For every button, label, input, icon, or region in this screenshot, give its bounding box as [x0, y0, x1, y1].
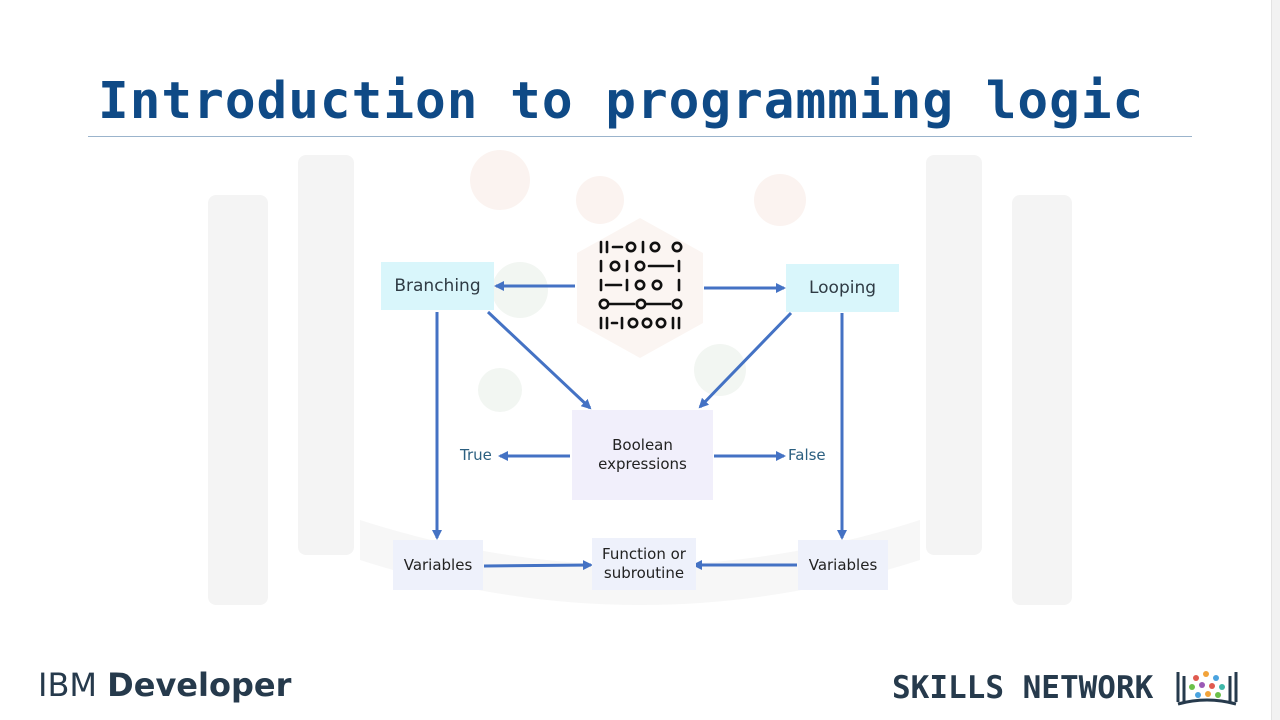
- node-branching-label: Branching: [394, 276, 481, 296]
- node-variables-left: Variables: [393, 540, 483, 590]
- ibm-developer-logo: IBM Developer: [38, 666, 291, 704]
- ibm-suffix: Developer: [107, 666, 292, 704]
- scrollbar-edge[interactable]: [1271, 0, 1280, 720]
- label-false: False: [788, 446, 826, 464]
- node-looping-label: Looping: [808, 278, 877, 298]
- node-variables-left-label: Variables: [403, 555, 473, 574]
- arrow-variables-left-to-function: [483, 560, 593, 571]
- node-boolean-expressions: Boolean expressions: [572, 410, 713, 500]
- node-variables-right: Variables: [798, 540, 888, 590]
- skills-network-wordmark: SKILLS NETWORK: [892, 670, 1154, 706]
- skills-network-book-icon: [1176, 671, 1238, 706]
- ibm-prefix: IBM: [38, 666, 97, 704]
- binary-code-icon: [577, 218, 703, 358]
- arrow-looping-to-boolean: [698, 311, 793, 409]
- node-branching: Branching: [381, 262, 494, 310]
- node-function-subroutine: Function or subroutine: [592, 538, 696, 590]
- page-title: Introduction to programming logic: [98, 72, 1145, 131]
- node-boolean-line1: Boolean: [612, 436, 673, 454]
- node-function-line2: subroutine: [603, 564, 685, 582]
- node-variables-right-label: Variables: [808, 555, 878, 574]
- label-true: True: [460, 446, 492, 464]
- background-watermark: [208, 150, 1072, 605]
- node-function-line1: Function or: [602, 545, 686, 563]
- title-underline: [88, 136, 1192, 137]
- arrow-branching-to-boolean: [486, 310, 592, 410]
- node-looping: Looping: [786, 264, 899, 312]
- node-boolean-line2: expressions: [598, 455, 687, 473]
